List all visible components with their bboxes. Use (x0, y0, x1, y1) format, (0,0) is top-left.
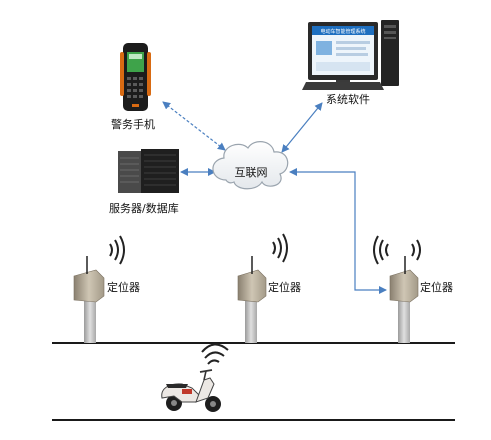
locator-label: 定位器 (268, 280, 301, 294)
phone-icon (120, 43, 151, 111)
locator-internet-link (289, 168, 387, 294)
keyboard (302, 82, 384, 90)
locator-icon (389, 256, 419, 343)
computer-internet-link (281, 102, 323, 153)
signal-icon (373, 235, 421, 265)
phone-label: 警务手机 (111, 117, 155, 131)
computer-icon: 电动车智能管理系统 (302, 20, 399, 90)
locator-label: 定位器 (107, 280, 140, 294)
locator-icon (237, 256, 267, 343)
signal-icon (272, 233, 288, 263)
pc-tower (381, 20, 399, 86)
internet-label: 互联网 (235, 166, 268, 179)
computer-screen-title: 电动车智能管理系统 (320, 28, 365, 35)
scooter-icon (161, 369, 221, 412)
signal-icon (109, 235, 125, 265)
signal-icon (201, 343, 229, 365)
server-label: 服务器/数据库 (109, 201, 179, 215)
locator-icon (73, 256, 105, 343)
server-icon (118, 149, 179, 193)
computer-label: 系统软件 (326, 92, 370, 106)
locator-label: 定位器 (420, 280, 453, 294)
phone-internet-link (162, 101, 226, 151)
internet-cloud-icon (212, 141, 289, 190)
